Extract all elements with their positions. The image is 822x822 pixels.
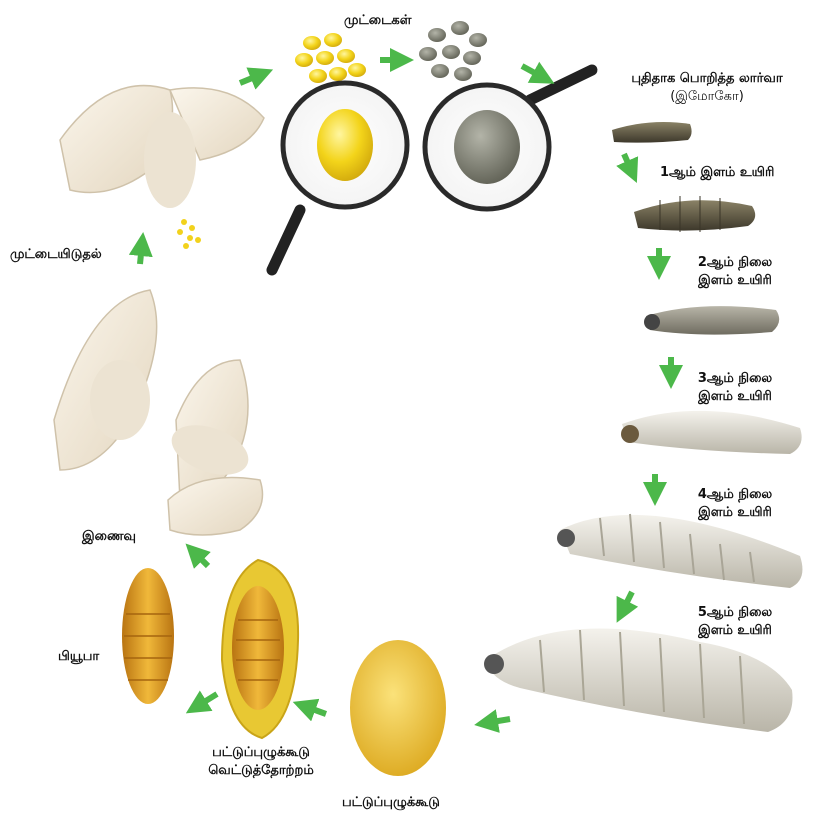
- arrow-pupa-to-mating: [194, 552, 208, 566]
- magnifier-darkened-egg: [425, 70, 592, 209]
- label-egg-laying: முட்டையிடுதல்: [10, 246, 102, 264]
- cocoon-image: [350, 640, 446, 776]
- label-hatchling-larva: புதிதாக பொறித்த லார்வா (இமோகோ): [596, 70, 818, 106]
- label-cut-cocoon: பட்டுப்புழுக்கூடு வெட்டுத்தோற்றம்: [186, 744, 336, 780]
- label-fourth-instar: 4ஆம் நிலை இளம் உயிரி: [680, 486, 790, 522]
- pupa-image: [122, 568, 174, 704]
- egg-laying-moth-image: [60, 86, 264, 249]
- arrow-moth-to-eggs: [240, 74, 262, 83]
- label-cocoon: பட்டுப்புழுக்கூடு: [342, 794, 440, 812]
- fifth-instar-larva: [484, 629, 793, 732]
- label-eggs: முட்டைகள்: [344, 12, 411, 30]
- label-fifth-instar-line1: 5ஆம் நிலை: [680, 604, 790, 622]
- label-third-instar-line1: 3ஆம் நிலை: [680, 370, 790, 388]
- third-instar-larva: [621, 411, 802, 454]
- fresh-eggs-cluster: [295, 33, 366, 83]
- arrow-hatchling-to-instar1: [624, 154, 632, 172]
- label-second-instar-line1: 2ஆம் நிலை: [680, 254, 790, 272]
- label-third-instar-line2: இளம் உயிரி: [680, 388, 790, 406]
- arrow-instar4-to-instar5: [622, 592, 632, 612]
- label-cut-cocoon-line2: வெட்டுத்தோற்றம்: [186, 762, 336, 780]
- arrow-cut-cocoon-to-pupa: [196, 694, 217, 707]
- second-instar-larva: [644, 306, 779, 334]
- label-cut-cocoon-line1: பட்டுப்புழுக்கூடு: [186, 744, 336, 762]
- label-first-instar: 1ஆம் இளம் உயிரி: [660, 164, 774, 182]
- label-second-instar: 2ஆம் நிலை இளம் உயிரி: [680, 254, 790, 290]
- label-mating: இணைவு: [82, 528, 136, 546]
- cut-cocoon-image: [222, 560, 298, 738]
- label-second-instar-line2: இளம் உயிரி: [680, 272, 790, 290]
- magnifier-fresh-egg: [272, 83, 407, 270]
- label-hatchling-line2: (இமோகோ): [596, 88, 818, 106]
- label-third-instar: 3ஆம் நிலை இளம் உயிரி: [680, 370, 790, 406]
- arrow-mating-to-egg-laying: [140, 244, 142, 264]
- label-fourth-instar-line1: 4ஆம் நிலை: [680, 486, 790, 504]
- arrow-eggs-to-hatchling: [522, 66, 544, 78]
- label-fifth-instar: 5ஆம் நிலை இளம் உயிரி: [680, 604, 790, 640]
- first-instar-larva: [634, 196, 755, 232]
- arrow-instar5-to-cocoon: [486, 719, 510, 723]
- label-pupa: பியூபா: [58, 648, 99, 666]
- hatchling-larva: [612, 122, 692, 143]
- label-fourth-instar-line2: இளம் உயிரி: [680, 504, 790, 522]
- arrow-cocoon-to-cut-cocoon: [304, 706, 326, 714]
- label-hatchling-line1: புதிதாக பொறித்த லார்வா: [596, 70, 818, 88]
- mating-moths-image: [54, 290, 263, 535]
- darkened-eggs-cluster: [419, 21, 487, 81]
- fourth-instar-larva: [557, 514, 802, 588]
- label-fifth-instar-line2: இளம் உயிரி: [680, 622, 790, 640]
